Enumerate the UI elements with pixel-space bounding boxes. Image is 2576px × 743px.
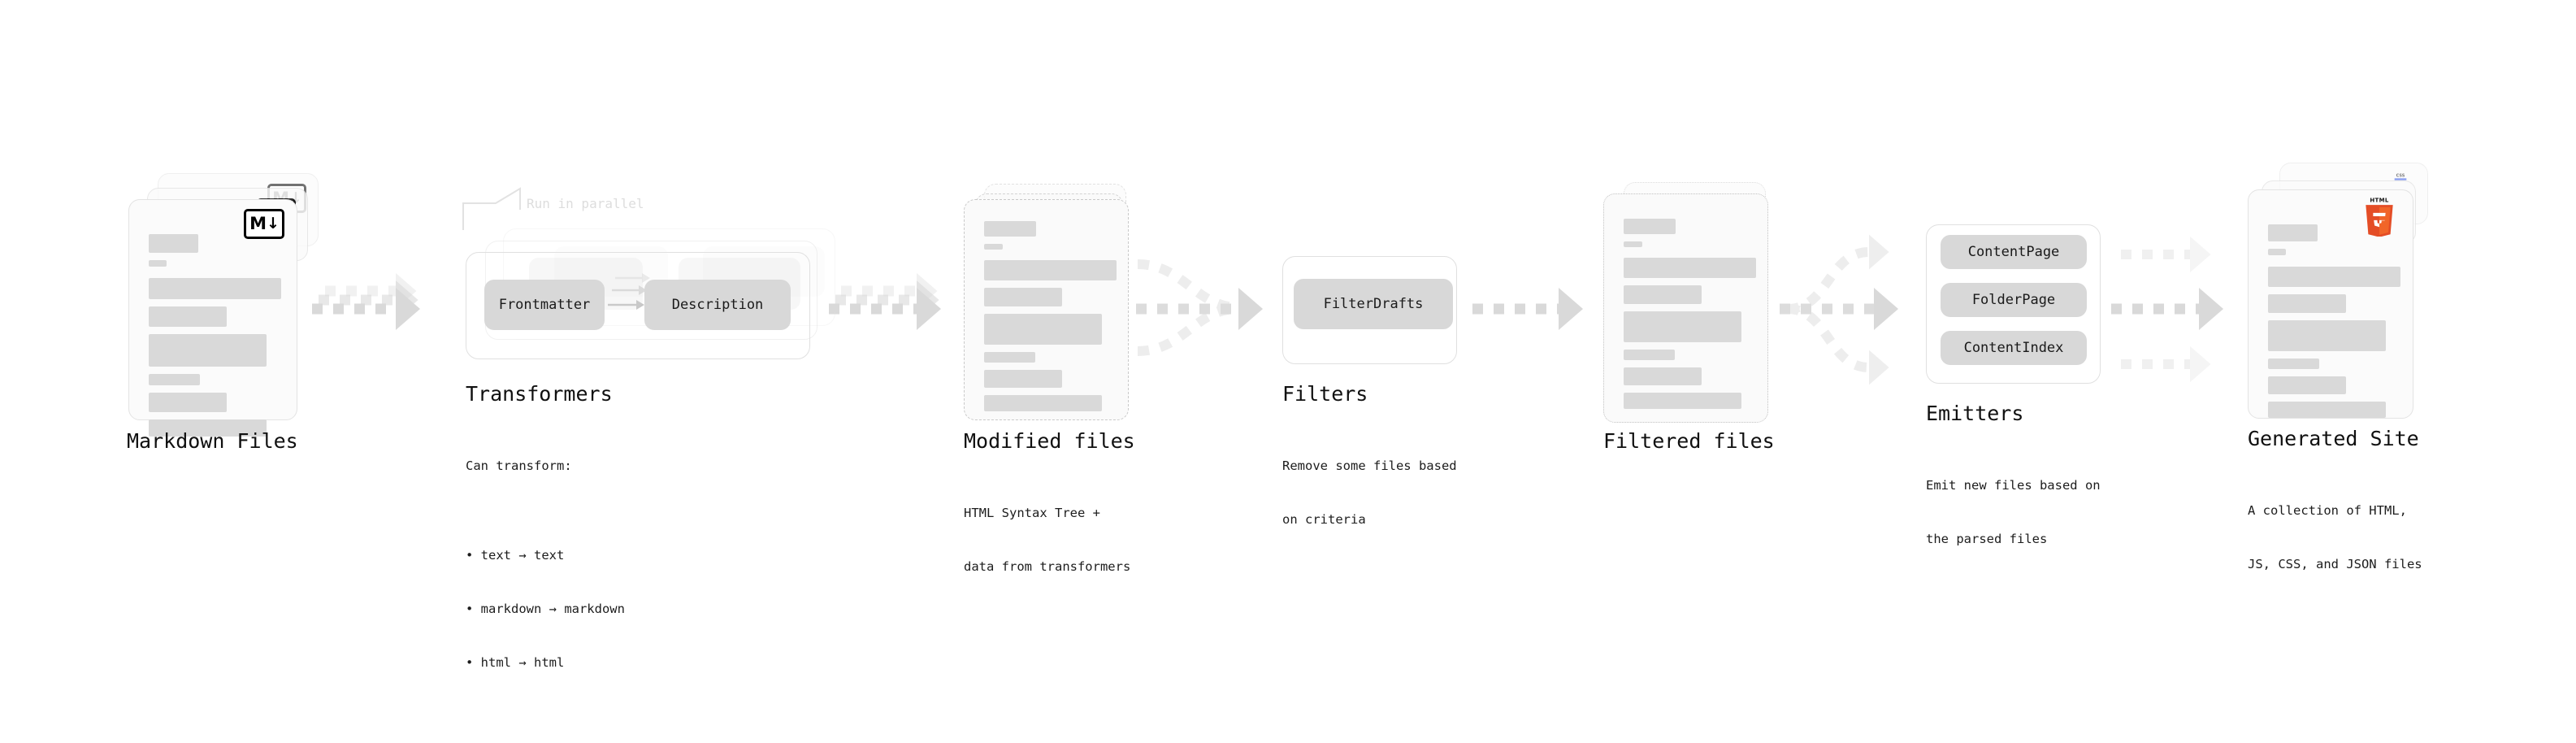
emitter-pill-folderpage[interactable]: FolderPage bbox=[1941, 283, 2087, 317]
arrow-transformers-to-modified bbox=[829, 272, 941, 330]
doc-line bbox=[2268, 358, 2319, 369]
stage-subtitle-emitters: Emit new files based on the parsed files bbox=[1926, 441, 2101, 584]
transformers-bullet: • text → text bbox=[466, 548, 565, 563]
stage-subtitle-generated-site: A collection of HTML, JS, CSS, and JSON … bbox=[2248, 466, 2422, 609]
doc-line bbox=[1624, 393, 1741, 409]
doc-line bbox=[2268, 224, 2318, 241]
transformer-group-front bbox=[466, 252, 810, 359]
doc-line bbox=[149, 234, 198, 253]
doc-line bbox=[149, 393, 227, 412]
doc-placeholder-lines bbox=[984, 221, 1117, 419]
css-icon: CSS bbox=[2394, 174, 2407, 180]
emitter-pill-contentindex[interactable]: ContentIndex bbox=[1941, 331, 2087, 365]
stage-subtitle-modified-files: HTML Syntax Tree + data from transformer… bbox=[964, 468, 1130, 611]
doc-line bbox=[984, 260, 1117, 280]
doc-line bbox=[984, 352, 1035, 363]
stage-title-emitters: Emitters bbox=[1926, 402, 2024, 425]
doc-placeholder-lines bbox=[149, 234, 281, 444]
doc-line bbox=[984, 395, 1102, 411]
transformers-bullet: • markdown → markdown bbox=[466, 602, 625, 616]
doc-line bbox=[1624, 241, 1642, 247]
svg-text:HTML: HTML bbox=[2370, 198, 2388, 204]
doc-line bbox=[1624, 285, 1702, 304]
doc-line bbox=[984, 370, 1062, 388]
markdown-icon: M↓ bbox=[244, 209, 284, 239]
stage-subtitle-filters: Remove some files based on criteria bbox=[1282, 421, 1457, 564]
doc-line bbox=[1624, 219, 1676, 234]
doc-line bbox=[149, 419, 267, 437]
modified-doc-front bbox=[964, 199, 1129, 420]
stage-title-filters: Filters bbox=[1282, 382, 1368, 406]
modified-sub-line: data from transformers bbox=[964, 559, 1131, 574]
doc-line bbox=[149, 260, 167, 267]
markdown-doc-front: M↓ bbox=[128, 199, 297, 437]
emitters-group-box bbox=[1926, 224, 2101, 384]
emitter-pill-contentpage[interactable]: ContentPage bbox=[1941, 235, 2087, 269]
generated-sub-line: JS, CSS, and JSON files bbox=[2248, 557, 2422, 571]
doc-line bbox=[984, 221, 1036, 237]
modified-sub-line: HTML Syntax Tree + bbox=[964, 506, 1100, 520]
doc-line bbox=[149, 306, 227, 327]
transformers-bullet: • html → html bbox=[466, 655, 565, 670]
doc-line bbox=[1624, 350, 1675, 360]
doc-placeholder-lines bbox=[2268, 224, 2400, 425]
arrow-markdown-to-transformers bbox=[312, 272, 420, 330]
arrow-filters-to-filtered bbox=[1472, 288, 1583, 330]
doc-line bbox=[1624, 367, 1702, 385]
emitters-sub-line: Emit new files based on bbox=[1926, 478, 2101, 493]
transformer-pill-frontmatter[interactable]: Frontmatter bbox=[484, 280, 605, 330]
html5-icon: HTML bbox=[2366, 198, 2393, 237]
run-in-parallel-label: Run in parallel bbox=[527, 196, 644, 211]
transformer-pill-description[interactable]: Description bbox=[644, 280, 791, 330]
doc-line bbox=[1624, 311, 1741, 342]
svg-text:CSS: CSS bbox=[2396, 174, 2405, 179]
arrow-modified-to-filters bbox=[1136, 259, 1263, 356]
doc-line bbox=[2268, 249, 2286, 255]
stage-title-markdown-files: Markdown Files bbox=[127, 429, 298, 453]
doc-line bbox=[2268, 320, 2386, 351]
doc-line bbox=[2268, 267, 2400, 287]
doc-line bbox=[2268, 402, 2386, 418]
doc-placeholder-lines bbox=[1624, 219, 1756, 416]
generated-sub-line: A collection of HTML, bbox=[2248, 503, 2407, 518]
stage-subtitle-transformers: Can transform: • text → text • markdown … bbox=[466, 421, 625, 743]
stage-title-transformers: Transformers bbox=[466, 382, 613, 406]
stage-title-modified-files: Modified files bbox=[964, 429, 1135, 453]
doc-line bbox=[984, 244, 1003, 250]
run-in-parallel-bracket bbox=[462, 187, 521, 230]
doc-line bbox=[2268, 376, 2346, 394]
doc-line bbox=[2268, 294, 2346, 313]
doc-line bbox=[149, 334, 267, 367]
filtered-doc-front bbox=[1603, 193, 1768, 423]
transformers-sub-line: Can transform: bbox=[466, 458, 572, 473]
arrow-emitters-to-site bbox=[2111, 236, 2223, 383]
stage-title-filtered-files: Filtered files bbox=[1603, 429, 1775, 453]
emitters-sub-line: the parsed files bbox=[1926, 532, 2048, 546]
doc-line bbox=[984, 314, 1102, 345]
arrow-filtered-to-emitters bbox=[1780, 234, 1898, 385]
filter-pill-filterdrafts[interactable]: FilterDrafts bbox=[1294, 279, 1453, 329]
stage-title-generated-site: Generated Site bbox=[2248, 427, 2419, 450]
doc-line bbox=[149, 374, 200, 385]
filters-sub-line: Remove some files based bbox=[1282, 458, 1457, 473]
doc-line bbox=[149, 278, 281, 299]
filters-group-box bbox=[1282, 256, 1457, 364]
doc-line bbox=[984, 288, 1062, 306]
generated-doc-html: HTML bbox=[2248, 189, 2413, 419]
filters-sub-line: on criteria bbox=[1282, 512, 1366, 527]
doc-line bbox=[1624, 258, 1756, 278]
transformers-bullet-list: • text → text • markdown → markdown • ht… bbox=[466, 511, 625, 707]
